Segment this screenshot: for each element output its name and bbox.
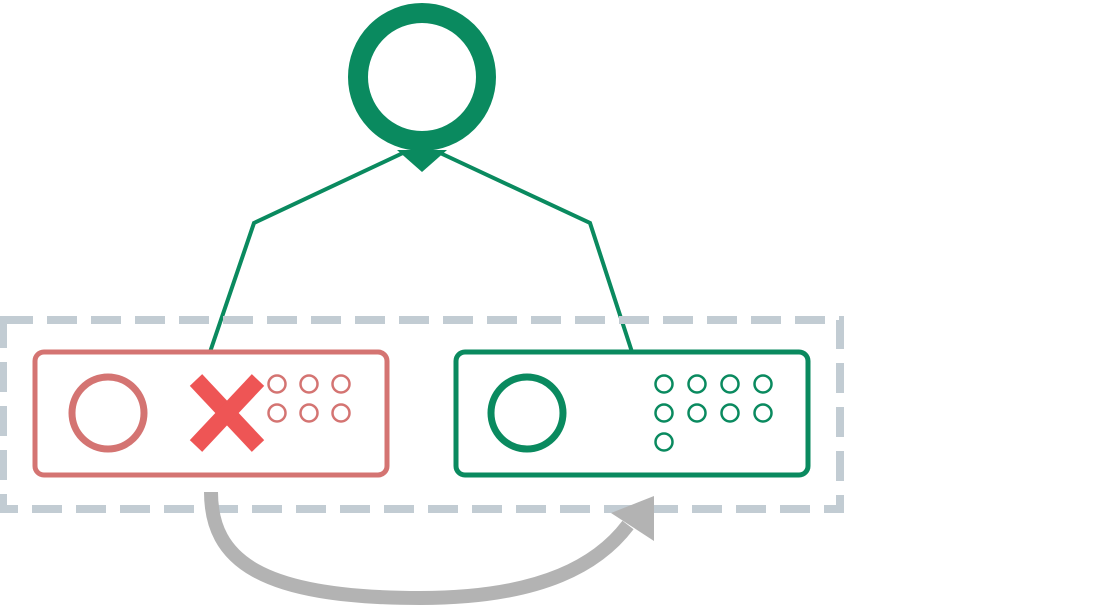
- failed-node: [32, 349, 390, 478]
- healthy-node-slots: [654, 374, 773, 452]
- slot-indicator: [687, 403, 707, 423]
- slot-indicator: [753, 374, 773, 394]
- slot-indicator: [331, 374, 351, 394]
- healthy-node-disk-icon: [487, 373, 567, 453]
- failed-node-slots: [267, 374, 351, 423]
- link-to-failed-node: [208, 150, 406, 353]
- slot-indicator: [654, 403, 674, 423]
- link-to-healthy-node: [437, 150, 634, 353]
- curved-arrow-icon: [204, 491, 654, 606]
- node-group-boundary: [0, 316, 844, 513]
- failed-node-frame: [32, 349, 390, 478]
- slot-indicator: [654, 432, 674, 452]
- slot-indicator: [267, 403, 287, 423]
- slot-indicator: [267, 374, 287, 394]
- slot-indicator: [299, 374, 319, 394]
- slot-indicator: [720, 374, 740, 394]
- slot-indicator: [299, 403, 319, 423]
- slot-indicator: [687, 374, 707, 394]
- location-pin-icon: [348, 3, 496, 172]
- slot-indicator: [753, 403, 773, 423]
- slot-indicator: [654, 374, 674, 394]
- slot-indicator: [720, 403, 740, 423]
- failed-node-disk-icon: [68, 373, 148, 453]
- x-mark-icon: [189, 374, 265, 452]
- healthy-node: [453, 349, 811, 478]
- slot-indicator: [331, 403, 351, 423]
